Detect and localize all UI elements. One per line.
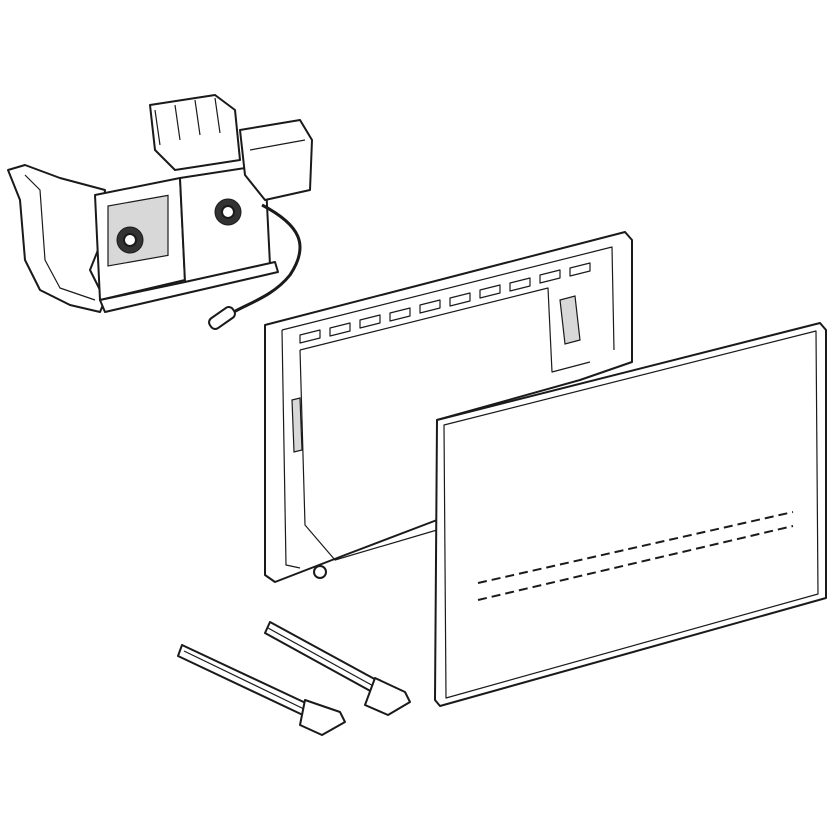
sensor-window-line-upper xyxy=(477,511,794,584)
sensor-window-line-lower xyxy=(477,525,794,601)
fixing-rod-left xyxy=(177,644,346,736)
control-unit xyxy=(7,94,313,313)
cover-plate xyxy=(434,322,827,707)
frame-notches xyxy=(299,262,591,344)
sensor-cable xyxy=(208,203,302,330)
fixing-rod-right xyxy=(264,621,411,716)
mounting-frame xyxy=(264,231,633,583)
